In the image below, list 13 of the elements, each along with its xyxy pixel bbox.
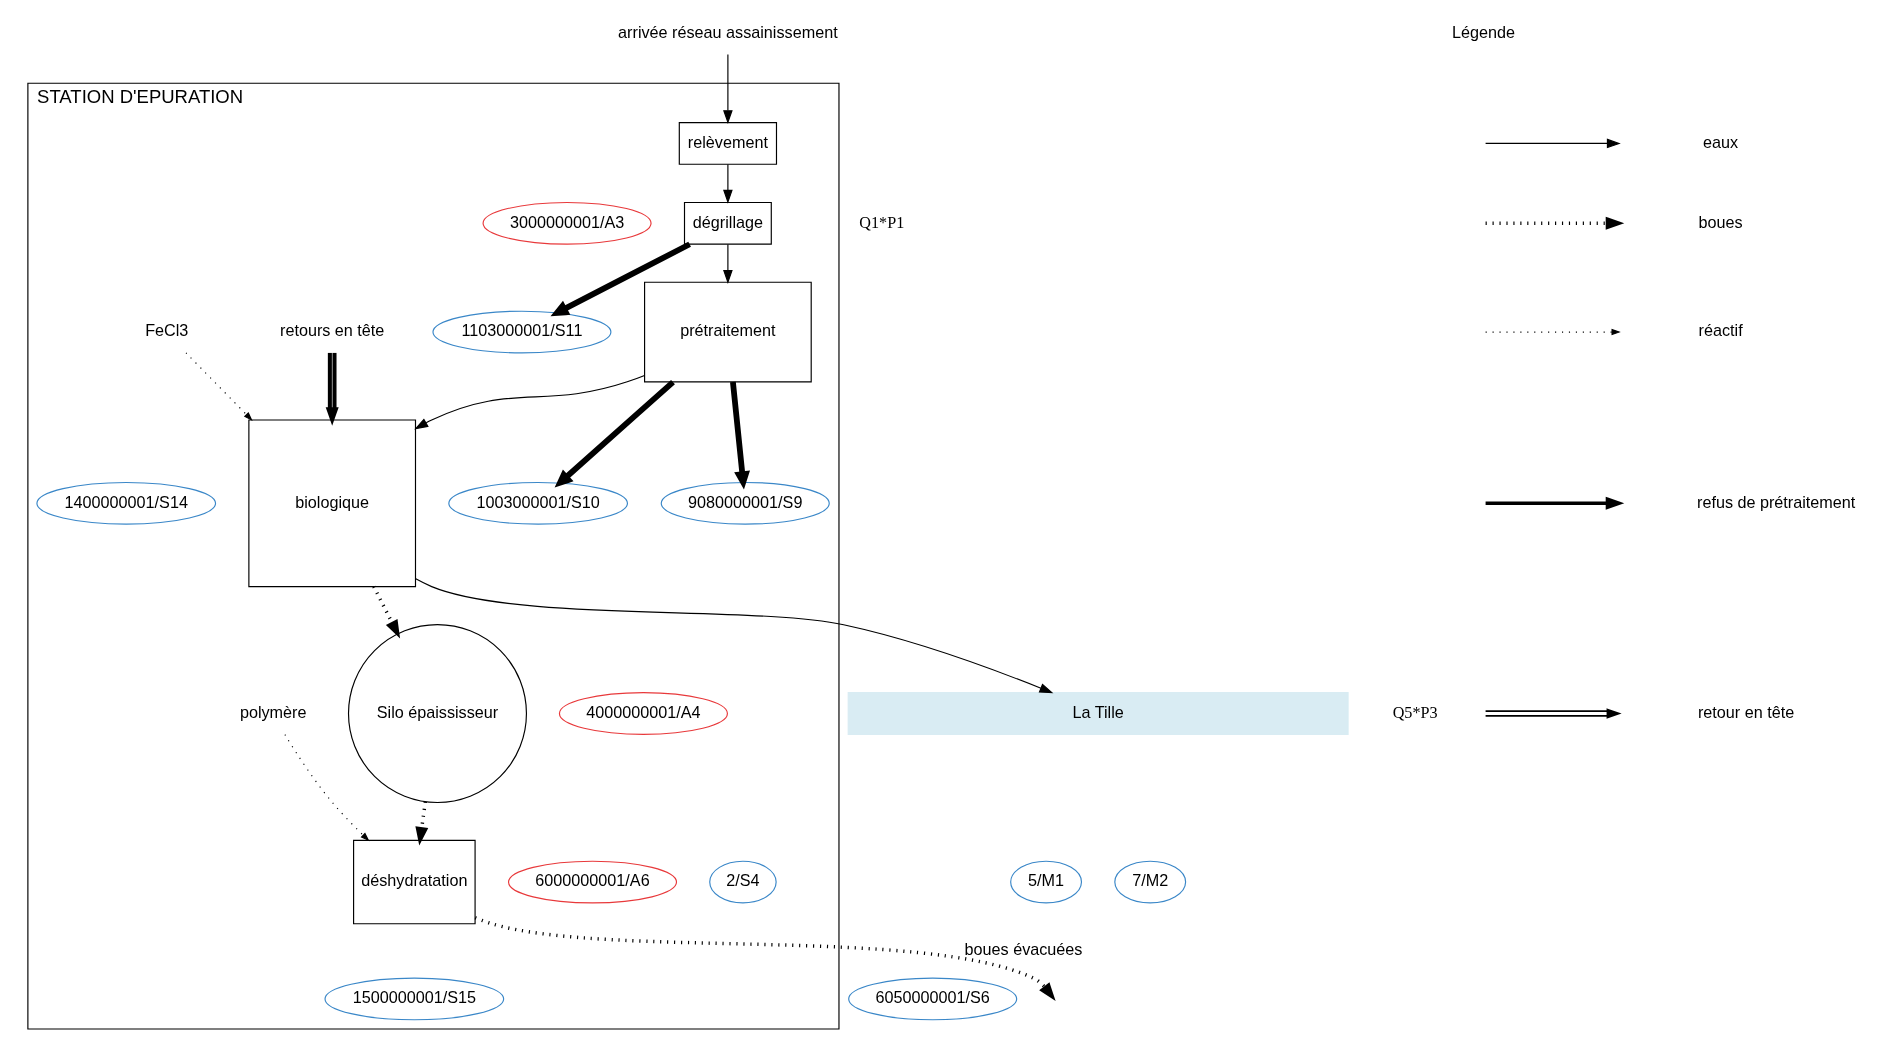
legend-label: boues	[1698, 212, 1743, 231]
edge-label: boues évacuées	[964, 940, 1083, 959]
node-text: retours en tête	[279, 321, 385, 340]
label: Q5*P3	[1392, 703, 1438, 722]
node-text: arrivée réseau assainissement	[618, 22, 838, 41]
legend-label: eaux	[1703, 132, 1739, 151]
legend-label: réactif	[1698, 321, 1743, 340]
node-text: polymère	[239, 702, 307, 721]
legend-label: retour en tête	[1697, 702, 1795, 721]
label: Q1*P1	[859, 213, 905, 232]
node-text: FeCl3	[145, 321, 189, 340]
label: Légende	[1451, 22, 1515, 41]
legend-label: refus de prétraitement	[1696, 492, 1856, 511]
